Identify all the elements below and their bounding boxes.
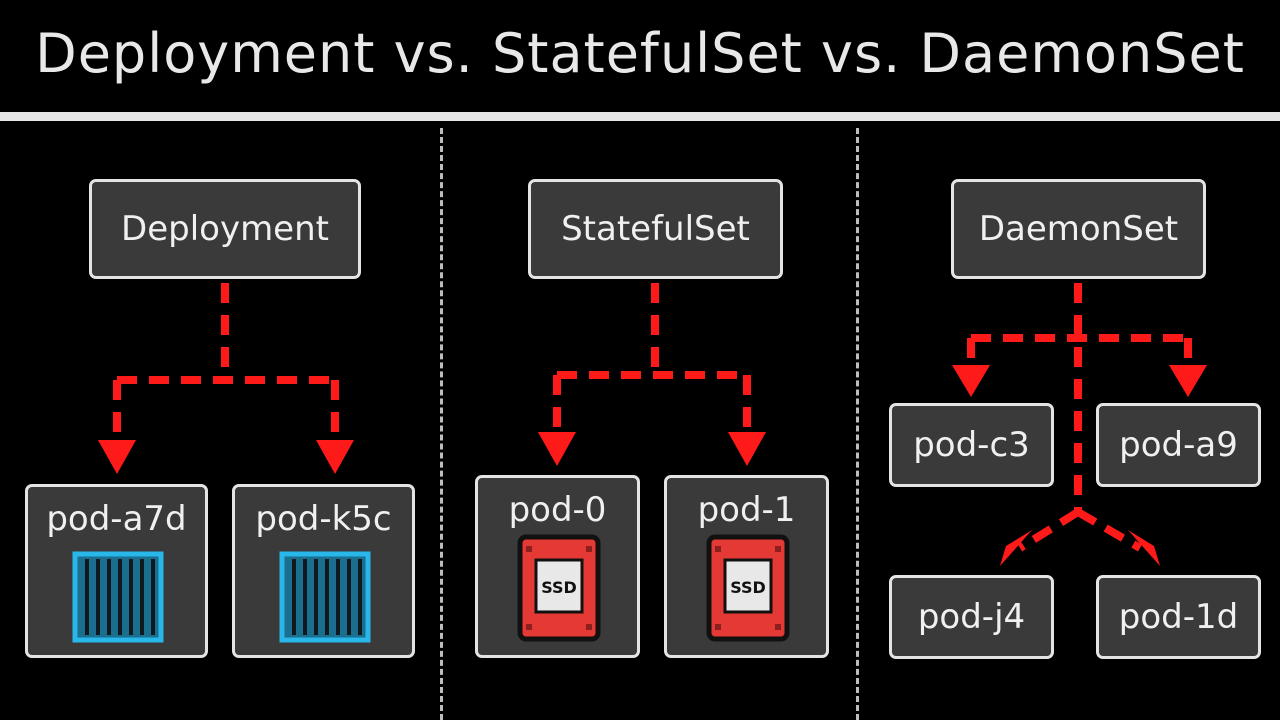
ssd-text: SSD [730,578,766,597]
deployment-box: Deployment [89,179,361,279]
daemonset-box: DaemonSet [951,179,1206,279]
pod-name: pod-1d [1118,597,1239,637]
pod-name: pod-a9 [1119,425,1238,465]
daemonset-label: DaemonSet [978,209,1179,249]
deployment-pod-2: pod-k5c [232,484,415,658]
arrowhead-pod-1 [728,432,766,466]
arrowhead-pod-1d [1128,530,1160,566]
arrowhead-pod-0 [538,432,576,466]
daemonset-pod-c3: pod-c3 [889,403,1054,487]
deployment-connector [113,283,339,440]
statefulset-box: StatefulSet [528,179,783,279]
daemonset-pod-1d: pod-1d [1096,575,1261,659]
ssd-icon: SSD [706,534,790,642]
column-divider-left [440,128,443,720]
pod-name: pod-a7d [46,499,187,539]
daemonset-connector [967,283,1192,552]
daemonset-pod-j4: pod-j4 [889,575,1054,659]
container-icon [72,551,164,643]
arrowhead-pod-a9 [1169,365,1207,397]
column-divider-right [856,128,859,720]
arrowhead-pod-c3 [952,365,990,397]
deployment-label: Deployment [121,209,329,249]
statefulset-label: StatefulSet [561,209,750,249]
pod-name: pod-1 [697,490,796,530]
arrowhead-pod-a7d [98,440,136,474]
ssd-icon: SSD [517,534,601,642]
statefulset-pod-1: pod-1 SSD [664,475,829,658]
page-title: Deployment vs. StatefulSet vs. DaemonSet [35,22,1245,85]
statefulset-connector [553,283,751,432]
pod-name: pod-k5c [255,499,392,539]
pod-name: pod-0 [508,490,607,530]
container-icon [279,551,371,643]
arrowhead-pod-j4 [1000,530,1032,566]
pod-name: pod-j4 [917,597,1026,637]
arrowhead-pod-k5c [316,440,354,474]
title-divider [0,112,1280,121]
pod-name: pod-c3 [913,425,1030,465]
ssd-text: SSD [541,578,577,597]
statefulset-pod-0: pod-0 SSD [475,475,640,658]
daemonset-pod-a9: pod-a9 [1096,403,1261,487]
deployment-pod-1: pod-a7d [25,484,208,658]
